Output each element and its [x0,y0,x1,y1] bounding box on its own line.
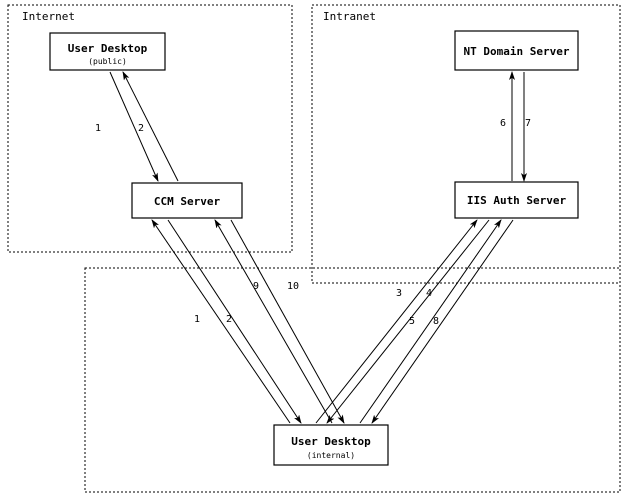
node-ccm-server[interactable]: CCM Server [131,182,243,219]
edge-1b-line [151,219,291,424]
edge-label-1: 1 [95,123,101,134]
edge-label-10: 10 [287,281,299,292]
nt-domain-server-title: NT Domain Server [464,45,570,58]
node-nt-domain-server[interactable]: NT Domain Server [454,30,579,71]
user-desktop-public-title: User Desktop [68,42,148,55]
edge-label-4: 4 [426,288,432,299]
edge-9-line [214,219,333,424]
edge-5-line [359,219,502,424]
edge-label-3: 3 [396,288,402,299]
node-iis-auth-server[interactable]: IIS Auth Server [454,181,579,219]
edge-label-2: 2 [138,123,144,134]
zone-internal-border [84,267,621,493]
edge-10-line [230,219,345,424]
iis-auth-server-box[interactable] [454,181,579,219]
edge-label-7: 7 [525,118,531,129]
node-user-desktop-public[interactable]: User Desktop (public) [49,32,166,71]
zone-intranet-border [311,4,621,284]
edge-1-line [109,71,159,182]
edge-label-5: 5 [409,316,415,327]
edge-label-6: 6 [500,118,506,129]
user-desktop-public-subtitle: (public) [88,57,127,66]
ccm-server-title: CCM Server [154,195,221,208]
node-user-desktop-internal[interactable]: User Desktop (internal) [273,424,389,466]
edge-2b-line [167,219,302,424]
edge-2-line [122,71,179,182]
edge-label-8: 8 [433,316,439,327]
edge-4-line [326,219,490,424]
edge-8-line [371,219,514,424]
zone-intranet: Intranet [311,4,621,284]
zone-internal-network [84,267,621,493]
edge-label-1b: 1 [194,314,200,325]
nt-domain-server-box[interactable] [454,30,579,71]
zone-internet-border [7,4,293,253]
zone-internet: Internet [7,4,293,253]
user-desktop-internal-title: User Desktop [291,435,371,448]
zone-internet-label: Internet [22,10,75,23]
edge-label-2b: 2 [226,314,232,325]
iis-auth-server-title: IIS Auth Server [467,194,567,207]
zone-intranet-label: Intranet [323,10,376,23]
user-desktop-internal-subtitle: (internal) [307,451,355,460]
ccm-server-box[interactable] [131,182,243,219]
edge-3-line [315,219,478,424]
user-desktop-public-box[interactable] [49,32,166,71]
edge-label-9: 9 [253,281,259,292]
user-desktop-internal-box[interactable] [273,424,389,466]
